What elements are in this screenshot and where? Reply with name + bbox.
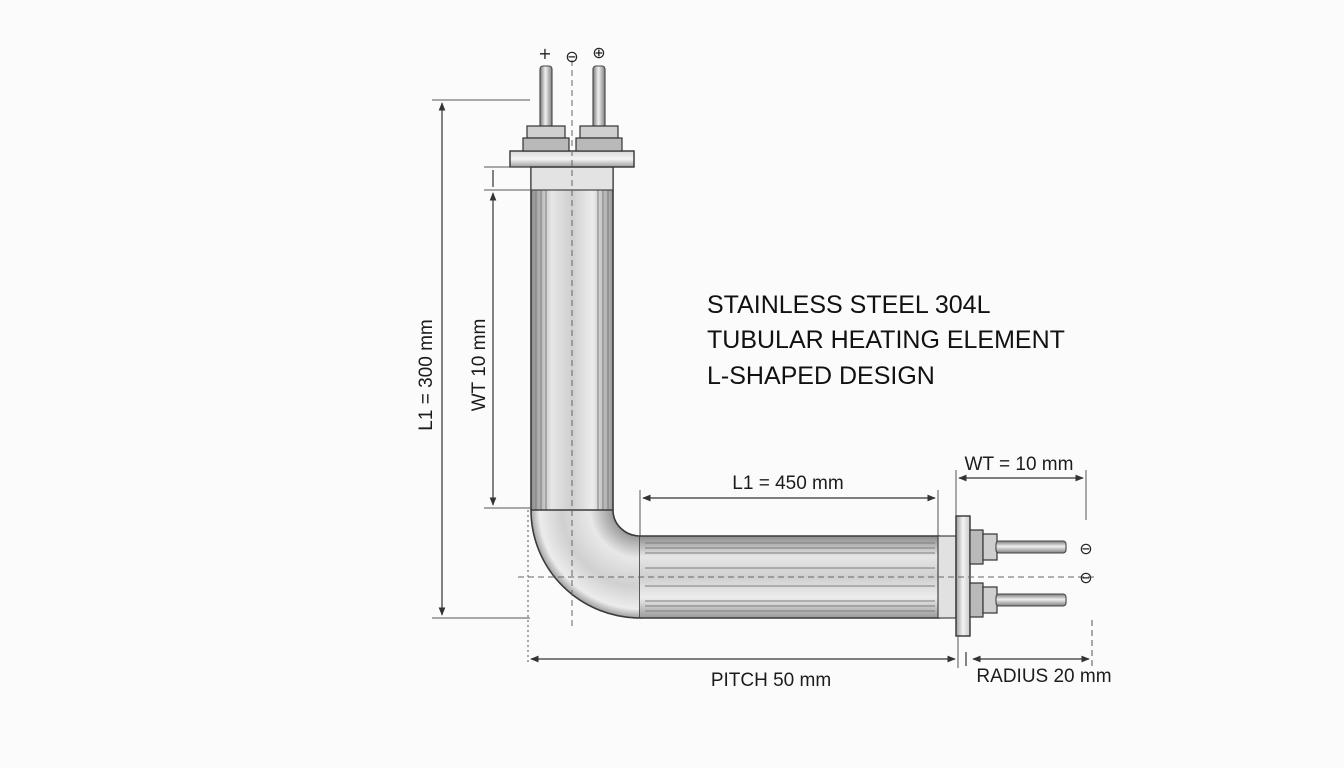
top-plus-symbol: + [538,44,551,63]
horizontal-length-label: L1 = 450 mm [732,473,843,494]
dimension-lines [432,99,1093,668]
title-line-3: L-SHAPED DESIGN [707,362,935,390]
hex-nut-icon [522,125,623,152]
terminal-pin-icon [539,65,606,129]
hex-nut-icon [969,529,998,618]
top-plus-circled-symbol: ⊕ [592,43,605,62]
top-minus-symbol: ⊖ [565,47,578,66]
title-block: STAINLESS STEEL 304L TUBULAR HEATING ELE… [707,291,1065,390]
vertical-tube [530,166,614,510]
terminal-pin-icon [995,540,1067,607]
horizontal-wt-label: WT = 10 mm [965,454,1074,475]
pitch-label: PITCH 50 mm [711,670,831,691]
vertical-length-label: L1 = 300 mm [416,319,437,430]
mounting-flange-icon [955,515,971,637]
vertical-wt-label: WT 10 mm [469,319,490,412]
right-minus-lower-symbol: ⊖ [1079,568,1092,587]
title-line-2: TUBULAR HEATING ELEMENT [707,326,1065,354]
center-lines [518,60,1095,665]
title-line-1: STAINLESS STEEL 304L [707,291,991,319]
radius-label: RADIUS 20 mm [976,666,1111,687]
right-minus-upper-symbol: ⊖ [1079,539,1092,558]
tube-elbow [530,509,641,619]
